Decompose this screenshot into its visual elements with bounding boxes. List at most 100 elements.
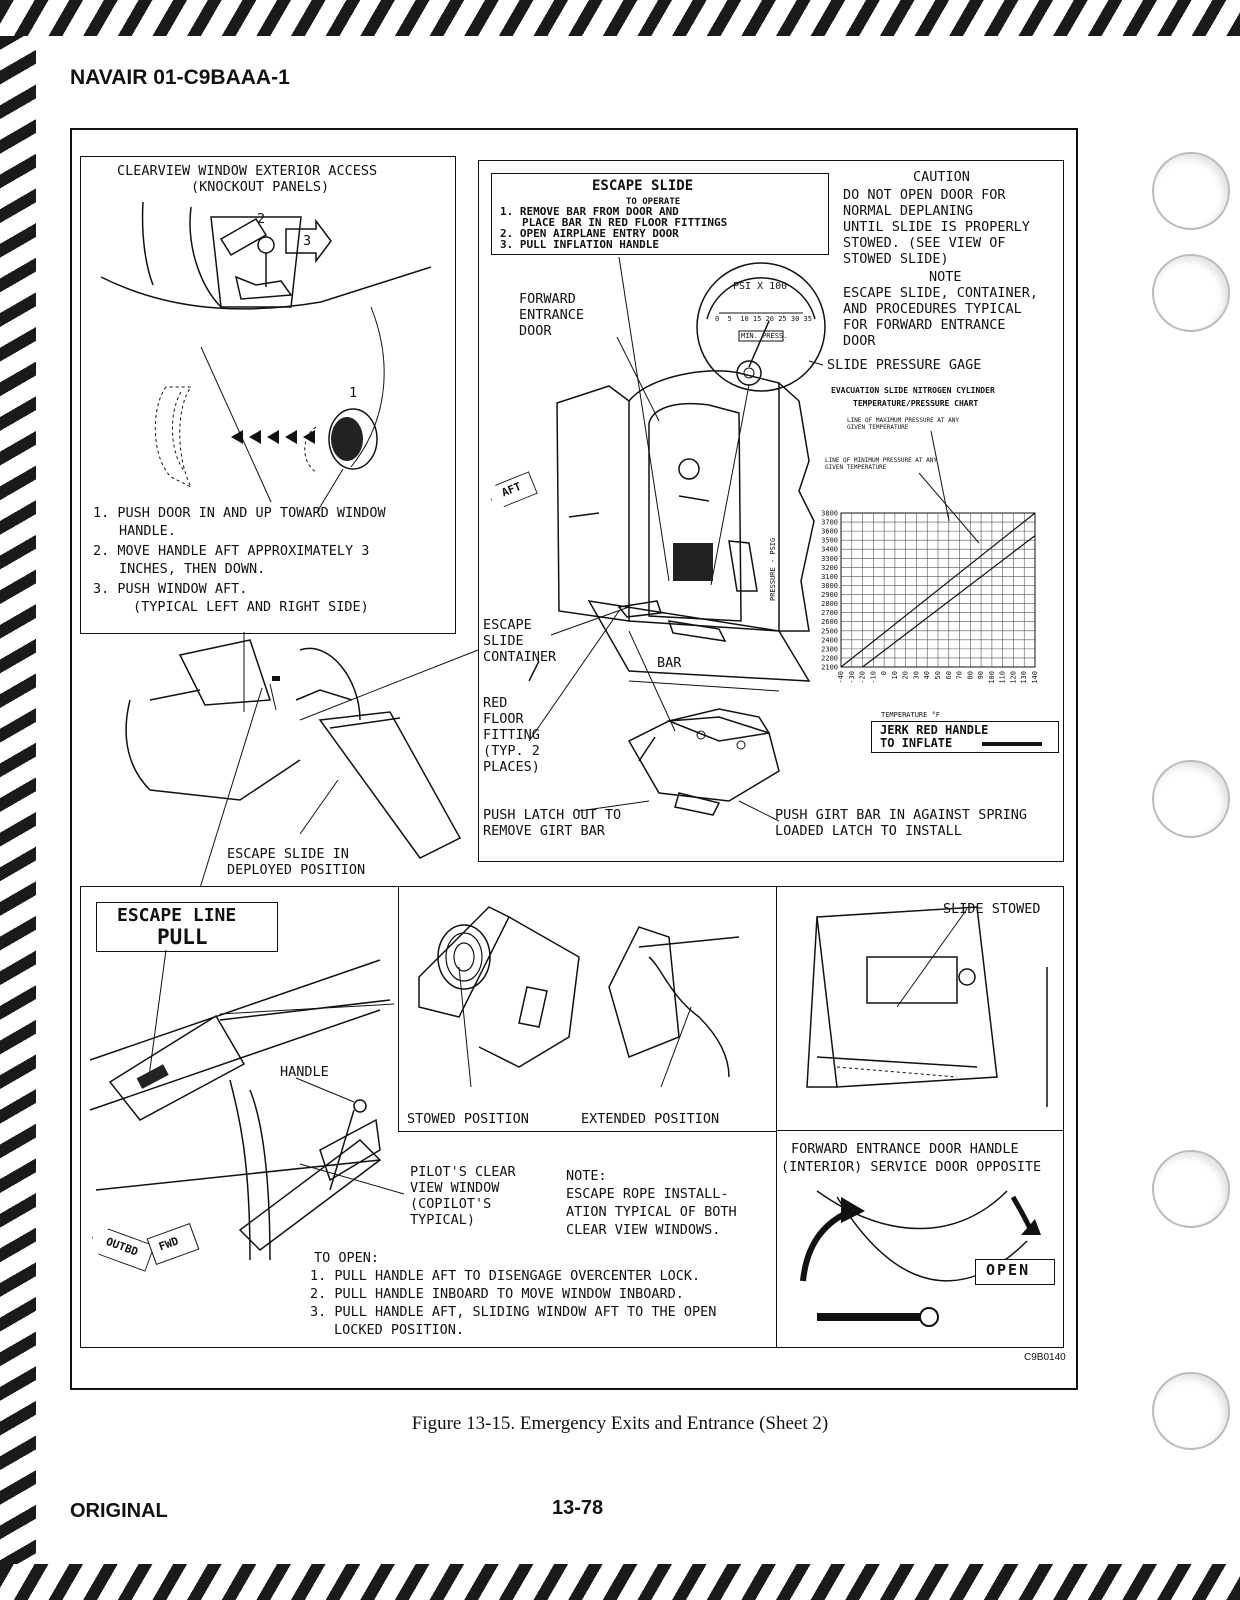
chart-y-tick-label: 3600 [821,528,838,536]
placard-line-1: 1. REMOVE BAR FROM DOOR AND [500,205,679,218]
chart-y-tick-label: 2200 [821,654,838,662]
rope-note-line-2: ATION TYPICAL OF BOTH [566,1204,737,1220]
door-handle-illustration [800,1190,1041,1327]
push-girt-label-2: LOADED LATCH TO INSTALL [775,823,962,839]
rope-note-heading: NOTE: [566,1168,607,1184]
push-latch-label: PUSH LATCH OUT TO [483,807,622,823]
forward-door-label: FORWARD [519,291,576,307]
gage-ticks: 0 5 10 15 20 25 30 35 [715,315,812,323]
slide-stowed-panel: SLIDE STOWED [776,886,1064,1132]
document-id: NAVAIR 01-C9BAAA-1 [70,66,290,89]
pilot-window-label-2: VIEW WINDOW [410,1180,500,1196]
deployed-label-2: DEPLOYED POSITION [227,862,366,878]
chart-y-tick-label: 3800 [821,510,838,518]
clearview-illustration [100,201,432,513]
red-floor-label: RED [483,695,508,711]
chart-x-tick-label: 40 [923,671,931,679]
slide-stowed-illustration [806,906,1048,1107]
footer-page-number: 13-78 [552,1497,604,1519]
to-open-step-1: 1. PULL HANDLE AFT TO DISENGAGE OVERCENT… [310,1268,701,1284]
note-line-2: AND PROCEDURES TYPICAL [843,301,1022,317]
hazard-stripe-bottom [0,1564,1240,1600]
min-line-annotation: LINE OF MINIMUM PRESSURE AT ANY GIVEN TE… [825,457,937,471]
callout-2: 2 [257,211,266,227]
chart-y-tick-label: 3400 [821,546,838,554]
placard-line-2: PLACE BAR IN RED FLOOR FITTINGS [522,216,728,229]
clearview-step-3-note: (TYPICAL LEFT AND RIGHT SIDE) [133,599,369,615]
caution-heading: CAUTION [913,169,970,185]
jerk-label-2: TO INFLATE [880,736,953,750]
slide-stowed-label: SLIDE STOWED [943,901,1041,917]
caution-line-4: STOWED. (SEE VIEW OF [843,235,1006,251]
placard-line-3: 2. OPEN AIRPLANE ENTRY DOOR [500,227,679,240]
chart-x-tick-label: 130 [1020,671,1028,684]
to-open-step-3-cont: LOCKED POSITION. [334,1322,465,1338]
chart-x-tick-label: 10 [891,671,899,679]
clearview-step-3: 3. PUSH WINDOW AFT. [93,581,248,597]
note-line-1: ESCAPE SLIDE, CONTAINER, [843,285,1039,301]
escape-line-pull: PULL [157,925,208,949]
entrance-door-illustration [528,370,815,692]
caution-line-3: UNTIL SLIDE IS PROPERLY [843,219,1030,235]
callout-3: 3 [303,233,312,249]
rope-note-line-1: ESCAPE ROPE INSTALL- [566,1186,729,1202]
chart-x-tick-label: -20 [859,671,867,684]
pilot-window-label: PILOT'S CLEAR [410,1164,516,1180]
chart-y-tick-label: 3200 [821,564,838,572]
pilot-window-label-3: (COPILOT'S [410,1196,492,1212]
red-floor-label-4: (TYP. 2 [483,743,540,759]
figure-code: C9B0140 [1024,1352,1066,1363]
chart-x-tick-label: 0 [880,671,888,675]
caution-line-5: STOWED SLIDE) [843,251,949,267]
extended-position-label: EXTENDED POSITION [581,1111,720,1127]
figure-caption: Figure 13-15. Emergency Exits and Entran… [411,1413,829,1434]
door-handle-panel: FORWARD ENTRANCE DOOR HANDLE (INTERIOR) … [776,1130,1064,1348]
position-panel: STOWED POSITION EXTENDED POSITION [398,886,778,1132]
caution-line-1: DO NOT OPEN DOOR FOR [843,187,1006,203]
punch-hole [1152,1150,1230,1228]
rope-note-line-3: CLEAR VIEW WINDOWS. [566,1222,721,1238]
chart-x-tick-label: -10 [869,671,877,684]
chart-y-tick-label: 3000 [821,582,838,590]
chart-x-tick-label: 50 [934,671,942,679]
forward-door-label-2: ENTRANCE [519,307,585,323]
chart-x-tick-label: 20 [902,671,910,679]
to-open-step-3: 3. PULL HANDLE AFT, SLIDING WINDOW AFT T… [310,1304,717,1320]
push-girt-label: PUSH GIRT BAR IN AGAINST SPRING [775,807,1027,823]
chart-x-tick-label: 60 [945,671,953,679]
placard-subtitle: TO OPERATE [626,197,681,207]
footer-edition: ORIGINAL [70,1500,168,1522]
punch-hole [1152,254,1230,332]
chart-x-tick-label: 90 [977,671,985,679]
jerk-label: JERK RED HANDLE [880,723,989,737]
door-handle-title-2: (INTERIOR) SERVICE DOOR OPPOSITE [781,1159,1042,1175]
forward-door-label-3: DOOR [519,323,552,339]
chart-subtitle: TEMPERATURE/PRESSURE CHART [853,399,979,408]
door-handle-title: FORWARD ENTRANCE DOOR HANDLE [791,1141,1019,1157]
caution-line-2: NORMAL DEPLANING [843,203,974,219]
gage-callout: SLIDE PRESSURE GAGE [827,357,982,373]
escape-line-placard: ESCAPE LINE PULL [96,902,278,952]
clearview-panel: CLEARVIEW WINDOW EXTERIOR ACCESS (KNOCKO… [80,156,456,634]
chart-y-tick-label: 2500 [821,627,838,635]
chart-xlabel: TEMPERATURE °F [881,711,941,719]
clearview-step-1: 1. PUSH DOOR IN AND UP TOWARD WINDOW [93,505,386,521]
chart-y-tick-label: 2100 [821,664,838,672]
floor-fitting-illustration [528,606,780,822]
chart-y-tick-label: 2700 [821,609,838,617]
chart-y-tick-label: 2800 [821,600,838,608]
chart-title: EVACUATION SLIDE NITROGEN CYLINDER [831,386,995,395]
placard-title: ESCAPE SLIDE [592,178,694,194]
note-heading: NOTE [929,269,962,285]
placard-line-4: 3. PULL INFLATION HANDLE [500,238,659,251]
chart-y-tick-label: 2400 [821,636,838,644]
escape-container-label-2: SLIDE [483,633,524,649]
punch-hole [1152,152,1230,230]
note-line-4: DOOR [843,333,876,349]
red-floor-label-2: FLOOR [483,711,524,727]
punch-hole [1152,760,1230,838]
clearview-title: CLEARVIEW WINDOW EXTERIOR ACCESS [117,163,378,179]
